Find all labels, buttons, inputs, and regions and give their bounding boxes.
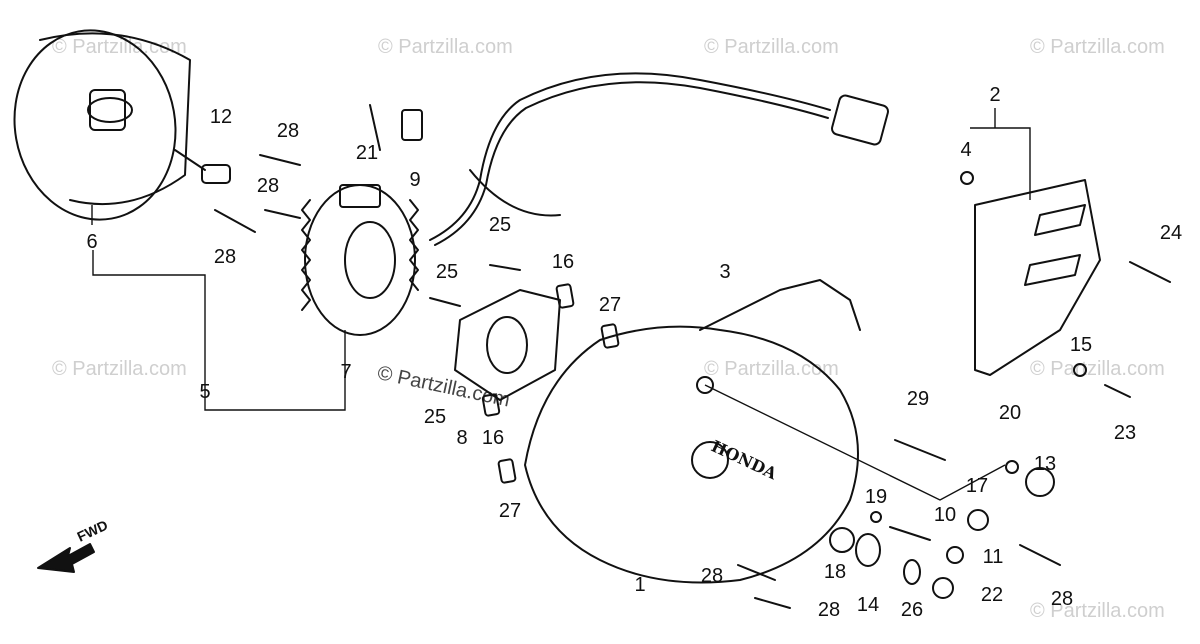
callout-12: 12 — [209, 106, 233, 128]
callout-23: 23 — [1113, 422, 1137, 444]
callout-6: 6 — [86, 231, 98, 253]
watermark: © Partzilla.com — [1030, 600, 1165, 622]
callout-16b: 16 — [481, 427, 505, 449]
callout-28f: 28 — [1050, 588, 1074, 610]
wire-harness — [429, 72, 889, 246]
callout-10: 10 — [933, 504, 957, 526]
callout-24: 24 — [1159, 222, 1183, 244]
callout-3: 3 — [719, 261, 731, 283]
callout-25c: 25 — [423, 406, 447, 428]
sprocket-cover[interactable] — [974, 179, 1101, 376]
callout-25a: 25 — [488, 214, 512, 236]
callout-18: 18 — [823, 561, 847, 583]
callout-22: 22 — [980, 584, 1004, 606]
watermark: © Partzilla.com — [52, 36, 187, 58]
watermark: © Partzilla.com — [1030, 36, 1165, 58]
callout-1: 1 — [634, 574, 646, 596]
callout-28d: 28 — [700, 565, 724, 587]
callout-11: 11 — [982, 546, 1004, 568]
callout-28e: 28 — [817, 599, 841, 621]
watermark: © Partzilla.com — [52, 358, 187, 380]
callout-4: 4 — [960, 139, 972, 161]
callout-20: 20 — [998, 402, 1022, 424]
crankcase-cover[interactable]: HONDA — [524, 279, 861, 584]
watermark: © Partzilla.com — [704, 36, 839, 58]
leader-lines — [91, 108, 1031, 501]
callout-27b: 27 — [498, 500, 522, 522]
callout-8: 8 — [456, 427, 468, 449]
callout-26: 26 — [900, 599, 924, 621]
callout-13: 13 — [1033, 453, 1057, 475]
callout-28b: 28 — [256, 175, 280, 197]
callout-15: 15 — [1069, 334, 1093, 356]
callout-17: 17 — [965, 475, 989, 497]
callout-19: 19 — [864, 486, 888, 508]
fwd-label: FWD — [75, 517, 111, 545]
stator[interactable] — [301, 184, 419, 336]
callout-27a: 27 — [598, 294, 622, 316]
callout-21: 21 — [355, 142, 379, 164]
pulser-plate[interactable] — [454, 289, 561, 401]
watermark: © Partzilla.com — [378, 36, 513, 58]
callout-25b: 25 — [435, 261, 459, 283]
flywheel[interactable] — [0, 18, 191, 233]
callout-5: 5 — [199, 381, 211, 403]
callout-9: 9 — [409, 169, 421, 191]
callout-29: 29 — [906, 388, 930, 410]
callout-16a: 16 — [551, 251, 575, 273]
callout-7: 7 — [340, 361, 352, 383]
bolts — [174, 104, 1171, 609]
watermark: © Partzilla.com — [704, 358, 839, 380]
fwd-arrow-icon: FWD — [37, 517, 111, 573]
callout-2: 2 — [989, 84, 1001, 106]
watermark: © Partzilla.com — [1030, 358, 1165, 380]
callout-14: 14 — [856, 594, 880, 616]
callout-28c: 28 — [213, 246, 237, 268]
callout-28a: 28 — [276, 120, 300, 142]
